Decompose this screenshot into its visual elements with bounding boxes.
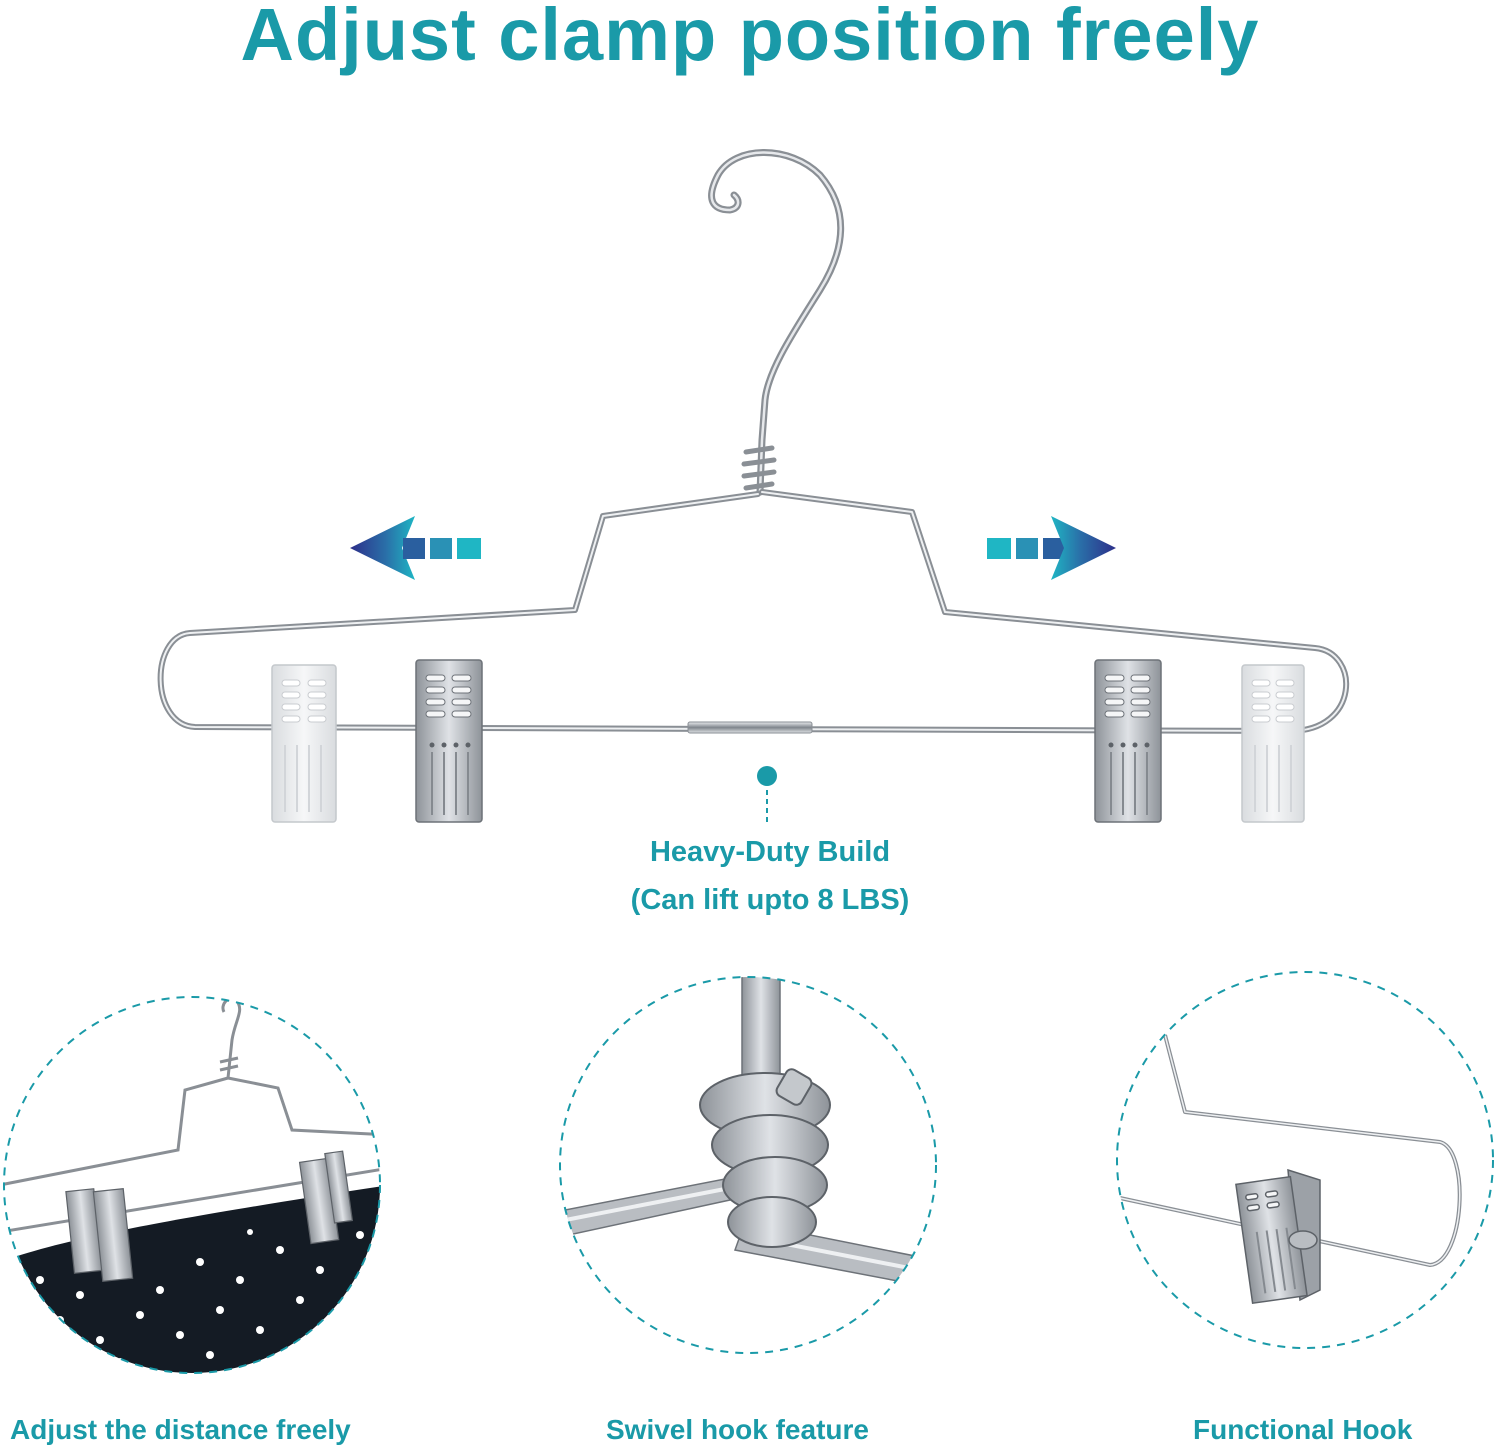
detail-circle-hook — [1116, 971, 1494, 1349]
caption-swivel: Swivel hook feature — [606, 1414, 869, 1445]
clip-right — [1094, 659, 1162, 823]
callout-dot-icon — [757, 766, 777, 826]
clip-left-faded — [271, 664, 337, 823]
detail-circle-swivel — [559, 976, 937, 1354]
clip-left — [415, 659, 483, 823]
mini-clip — [65, 1150, 354, 1282]
capacity-callout: Heavy-Duty Build (Can lift upto 8 LBS) — [560, 828, 980, 924]
arrow-right-icon — [987, 516, 1116, 580]
caption-hook: Functional Hook — [1193, 1414, 1413, 1445]
hanger — [157, 149, 1350, 734]
page-title: Adjust clamp position freely — [240, 0, 1260, 76]
arrow-left-icon — [350, 516, 481, 580]
callout-line-1: Heavy-Duty Build — [649, 836, 891, 868]
detail-circle-distance — [3, 996, 381, 1374]
clip-right-faded — [1241, 664, 1305, 823]
twisted-neck — [741, 445, 777, 491]
callout-line-2: (Can lift upto 8 LBS) — [630, 884, 910, 916]
caption-distance: Adjust the distance freely — [10, 1414, 351, 1445]
